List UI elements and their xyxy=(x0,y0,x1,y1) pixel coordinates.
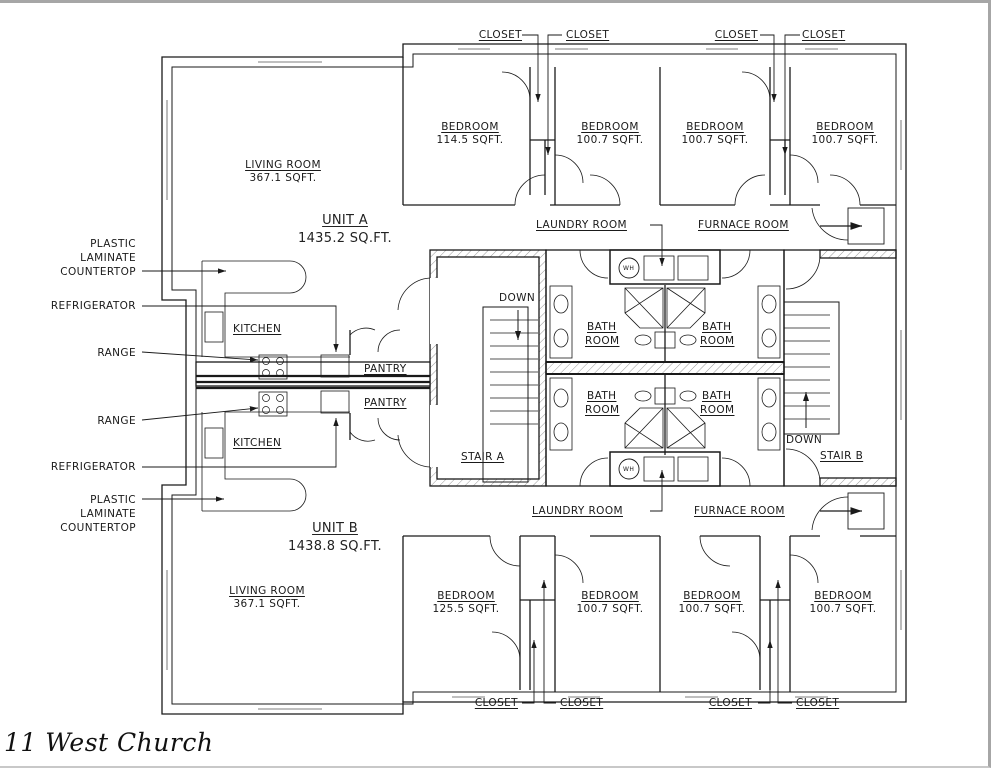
bedrooms-unit-b xyxy=(402,535,896,702)
water-heater-b-label: WH xyxy=(623,466,635,473)
unit-a-furnace-label: FURNACE ROOM xyxy=(698,219,789,231)
unit-b-laundry-label: LAUNDRY ROOM xyxy=(532,505,623,517)
unit-b-bedroom-2-label: BEDROOM xyxy=(581,590,639,602)
unit-b-pantry-label: PANTRY xyxy=(364,397,407,409)
closet-label-a3: CLOSET xyxy=(714,29,758,41)
unit-a-bedroom-1-label: BEDROOM xyxy=(441,121,499,133)
bath-core xyxy=(545,249,785,487)
countertop-callout-b-line2: LAMINATE xyxy=(80,508,136,520)
unit-b-bath-2-line2: ROOM xyxy=(700,404,735,416)
countertop-callout-a-line1: PLASTIC xyxy=(90,238,136,250)
unit-a-bedroom-3-label: BEDROOM xyxy=(686,121,744,133)
unit-a-name: UNIT A xyxy=(322,213,368,228)
unit-a-living-room-area: 367.1 SQFT. xyxy=(249,172,317,184)
bedrooms-unit-a xyxy=(402,57,896,206)
unit-b-stair-label: STAIR B xyxy=(820,450,864,462)
unit-a-kitchen-label: KITCHEN xyxy=(233,323,282,335)
unit-b-living-room-area: 367.1 SQFT. xyxy=(233,598,301,610)
stair-b xyxy=(783,249,897,487)
unit-b-name: UNIT B xyxy=(312,521,358,536)
countertop-callout-b-line1: PLASTIC xyxy=(90,494,136,506)
unit-a-laundry-label: LAUNDRY ROOM xyxy=(536,219,627,231)
kitchens xyxy=(195,260,431,512)
unit-a-bath-2-line1: BATH xyxy=(702,321,732,333)
unit-b-bedroom-2-area: 100.7 SQFT. xyxy=(576,603,644,615)
unit-b-bath-2-line1: BATH xyxy=(702,390,732,402)
unit-b-bath-1-line2: ROOM xyxy=(585,404,620,416)
refrigerator-callout-b: REFRIGERATOR xyxy=(50,461,136,473)
unit-b-bedroom-3-label: BEDROOM xyxy=(683,590,741,602)
countertop-callout-a-line2: LAMINATE xyxy=(80,252,136,264)
unit-a-bath-1-line2: ROOM xyxy=(585,335,620,347)
closet-label-b2: CLOSET xyxy=(560,697,604,709)
unit-a-bath-1-line1: BATH xyxy=(587,321,617,333)
unit-a-bedroom-1-area: 114.5 SQFT. xyxy=(436,134,504,146)
countertop-callout-b-line3: COUNTERTOP xyxy=(60,522,136,534)
water-heater-a-label: WH xyxy=(623,265,635,272)
unit-a-bedroom-2-label: BEDROOM xyxy=(581,121,639,133)
unit-b-living-room-label: LIVING ROOM xyxy=(229,585,305,597)
unit-a-bedroom-4-area: 100.7 SQFT. xyxy=(811,134,879,146)
unit-a-pantry-label: PANTRY xyxy=(364,363,407,375)
unit-b-bedroom-4-label: BEDROOM xyxy=(814,590,872,602)
closet-label-a2: CLOSET xyxy=(566,29,610,41)
closet-label-b3: CLOSET xyxy=(708,697,752,709)
unit-a-bedroom-3-area: 100.7 SQFT. xyxy=(681,134,749,146)
unit-a-bedroom-4-label: BEDROOM xyxy=(816,121,874,133)
unit-a-area: 1435.2 SQ.FT. xyxy=(298,231,392,246)
unit-a-stair-label: STAIR A xyxy=(461,451,505,463)
countertop-callout-a-line3: COUNTERTOP xyxy=(60,266,136,278)
closet-label-b4: CLOSET xyxy=(796,697,840,709)
callout-leaders xyxy=(141,34,800,704)
closet-label-b1: CLOSET xyxy=(474,697,518,709)
unit-a-bedroom-2-area: 100.7 SQFT. xyxy=(576,134,644,146)
unit-a-bath-2-line2: ROOM xyxy=(700,335,735,347)
range-callout-b: RANGE xyxy=(97,415,136,427)
unit-b-bedroom-4-area: 100.7 SQFT. xyxy=(809,603,877,615)
furnace-rooms xyxy=(811,207,885,531)
unit-b-stair-direction: DOWN xyxy=(786,434,823,446)
closet-label-a1: CLOSET xyxy=(478,29,522,41)
unit-b-area: 1438.8 SQ.FT. xyxy=(288,539,382,554)
refrigerator-callout-a: REFRIGERATOR xyxy=(50,300,136,312)
stair-a xyxy=(397,249,547,487)
unit-b-bath-1-line1: BATH xyxy=(587,390,617,402)
unit-b-kitchen-label: KITCHEN xyxy=(233,437,282,449)
unit-a-stair-direction: DOWN xyxy=(499,292,536,304)
handwritten-title: 11 West Church xyxy=(4,728,214,757)
range-callout-a: RANGE xyxy=(97,347,136,359)
unit-b-bedroom-1-area: 125.5 SQFT. xyxy=(432,603,500,615)
unit-b-bedroom-1-label: BEDROOM xyxy=(437,590,495,602)
unit-b-bedroom-3-area: 100.7 SQFT. xyxy=(678,603,746,615)
unit-b-furnace-label: FURNACE ROOM xyxy=(694,505,785,517)
closet-label-a4: CLOSET xyxy=(802,29,846,41)
unit-a-living-room-label: LIVING ROOM xyxy=(245,159,321,171)
